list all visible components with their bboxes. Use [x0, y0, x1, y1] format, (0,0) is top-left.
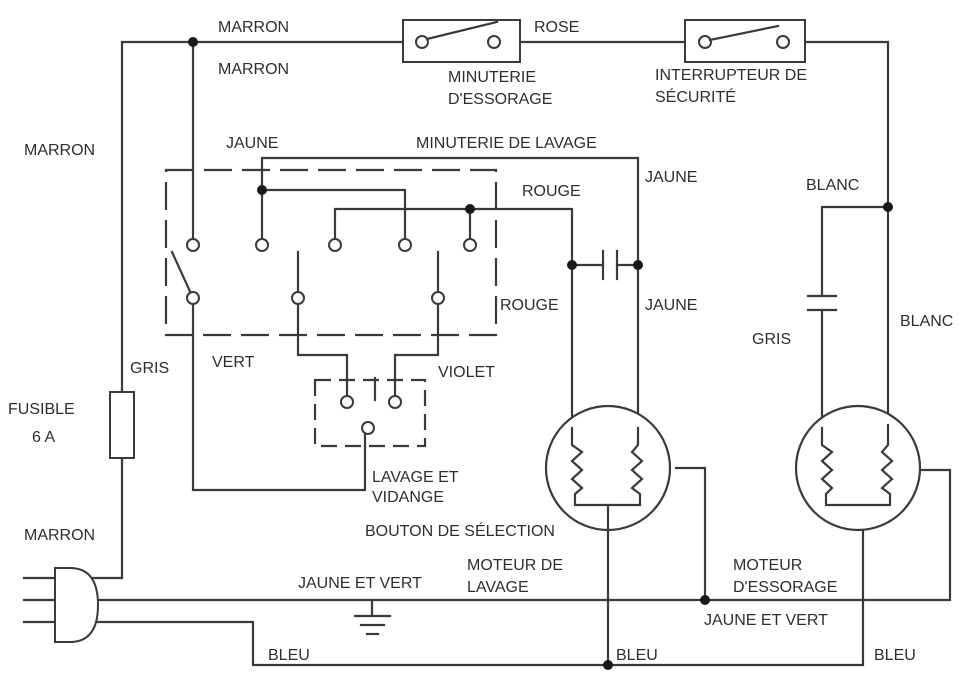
- label-bleu-mid: BLEU: [616, 647, 658, 664]
- timer-terminal-a2: [255, 238, 269, 252]
- safety-contact: [708, 24, 780, 42]
- label-earth-left: JAUNE ET VERT: [298, 575, 422, 592]
- wire-vert: [191, 296, 367, 492]
- wire-violet: [393, 296, 440, 402]
- label-bleu-right: BLEU: [874, 647, 916, 664]
- label-safety-2: SÉCURITÉ: [655, 87, 736, 106]
- label-vert: VERT: [212, 354, 255, 371]
- junction-earth: [700, 595, 710, 605]
- timer-terminal-a1: [186, 238, 200, 252]
- label-marron-left: MARRON: [24, 142, 95, 159]
- label-gris-right: GRIS: [752, 331, 791, 348]
- junction-marron: [188, 37, 198, 47]
- wire-after-security: [803, 40, 890, 427]
- spin-timer-contact: [425, 20, 499, 41]
- wire-selector-left: [296, 296, 349, 402]
- selector-box: [313, 378, 427, 448]
- wire-rouge-loop: [333, 207, 574, 267]
- junction-rouge: [465, 204, 475, 214]
- label-spin-timer-2: D'ESSORAGE: [448, 91, 552, 108]
- spin-timer-terminal-2: [487, 35, 501, 49]
- label-fuse-2: 6 A: [32, 429, 55, 446]
- label-safety-1: INTERRUPTEUR DE: [655, 67, 807, 84]
- junction-bleu: [603, 660, 613, 670]
- label-rouge-top: ROUGE: [522, 183, 581, 200]
- label-wash-motor-1: MOTEUR DE: [467, 557, 563, 574]
- timer-switch-lever-1: [170, 250, 195, 300]
- junction-cap-left: [567, 260, 577, 270]
- label-spin-motor-1: MOTEUR: [733, 557, 802, 574]
- timer-terminal-b2: [291, 291, 305, 305]
- wire-earth: [22, 468, 952, 602]
- label-selector-button: BOUTON DE SÉLECTION: [365, 521, 555, 540]
- label-selector-1: LAVAGE ET: [372, 469, 459, 486]
- label-fuse-1: FUSIBLE: [8, 401, 75, 418]
- selector-terminal-3: [361, 421, 375, 435]
- label-earth-right: JAUNE ET VERT: [704, 612, 828, 629]
- label-jaune-right: JAUNE: [645, 169, 697, 186]
- wire-bleu: [22, 503, 865, 667]
- fuse-icon: [109, 391, 135, 459]
- safety-terminal-2: [776, 35, 790, 49]
- selector-terminal-2: [388, 395, 402, 409]
- timer-terminal-a5: [463, 238, 477, 252]
- spin-motor-winding-1: [820, 423, 894, 507]
- label-bleu-left: BLEU: [268, 647, 310, 664]
- spin-motor-icon: [794, 404, 922, 532]
- wire-jaune-loop: [260, 156, 640, 267]
- timer-terminal-a4: [398, 238, 412, 252]
- wire-jaune-bridge: [260, 188, 407, 245]
- safety-terminal-1: [698, 35, 712, 49]
- washing-timer-box: [164, 168, 498, 337]
- label-blanc-top: BLANC: [806, 177, 859, 194]
- timer-terminal-b3: [431, 291, 445, 305]
- label-spin-timer-1: MINUTERIE: [448, 69, 536, 86]
- label-washing-timer: MINUTERIE DE LAVAGE: [416, 135, 597, 152]
- label-selector-2: VIDANGE: [372, 489, 444, 506]
- label-jaune-mid: JAUNE: [645, 297, 697, 314]
- wire-gris-spin: [820, 205, 890, 298]
- label-blanc-right: BLANC: [900, 313, 953, 330]
- label-rose: ROSE: [534, 19, 579, 36]
- junction-cap-right: [633, 260, 643, 270]
- junction-jaune: [257, 185, 267, 195]
- wire-earth-motor: [674, 466, 707, 602]
- wire-marron-top: [120, 40, 405, 580]
- label-marron-top2: MARRON: [218, 61, 289, 78]
- junction-blanc: [883, 202, 893, 212]
- label-violet: VIOLET: [438, 364, 495, 381]
- timer-terminal-b1: [186, 291, 200, 305]
- selector-terminal-1: [340, 395, 354, 409]
- label-rouge-mid: ROUGE: [500, 297, 559, 314]
- label-jaune-top: JAUNE: [226, 135, 278, 152]
- label-gris-left: GRIS: [130, 360, 169, 377]
- label-wash-motor-2: LAVAGE: [467, 579, 529, 596]
- label-marron-plug: MARRON: [24, 527, 95, 544]
- spin-timer-terminal-1: [415, 35, 429, 49]
- label-marron-top: MARRON: [218, 19, 289, 36]
- power-plug-icon: [54, 567, 100, 643]
- label-spin-motor-2: D'ESSORAGE: [733, 579, 837, 596]
- timer-terminal-a3: [328, 238, 342, 252]
